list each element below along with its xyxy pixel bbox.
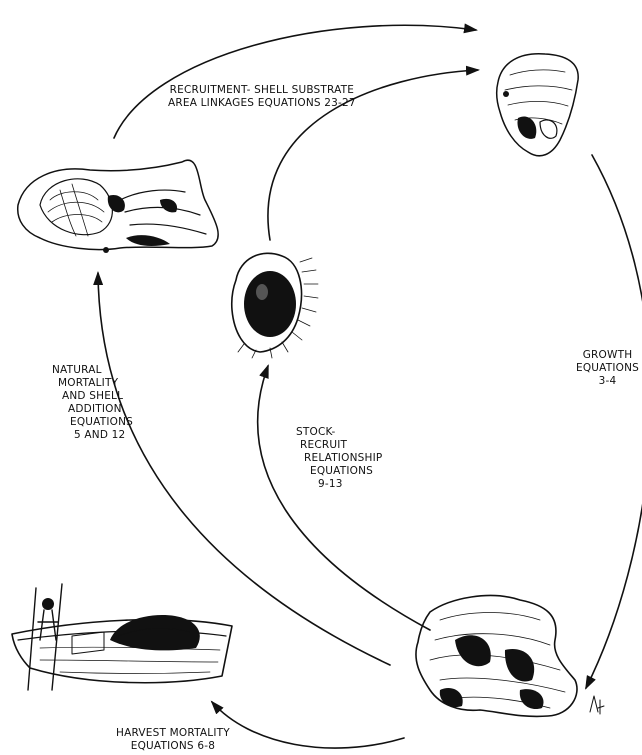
arrow-harvest xyxy=(212,702,404,748)
arrow-growth xyxy=(586,155,642,688)
stock-recruit-line-1: STOCK- xyxy=(296,426,382,439)
growth-label: GROWTH EQUATIONS 3-4 xyxy=(576,349,639,388)
natural-mortality-line-3: AND SHELL xyxy=(62,390,133,403)
natural-mortality-line-6: 5 AND 12 xyxy=(74,429,133,442)
harvest-mortality-label: HARVEST MORTALITY EQUATIONS 6-8 xyxy=(116,727,230,753)
recruitment-label-line-1: RECRUITMENT- SHELL SUBSTRATE xyxy=(168,84,356,97)
artist-initials xyxy=(590,696,604,714)
stock-recruit-line-3: RELATIONSHIP xyxy=(304,452,382,465)
oyster-larva-drawing xyxy=(232,253,318,358)
oyster-cluster-drawing xyxy=(18,160,218,253)
natural-mortality-line-4: ADDITION xyxy=(68,403,133,416)
stock-recruit-label: STOCK- RECRUIT RELATIONSHIP EQUATIONS 9-… xyxy=(296,426,382,491)
stock-recruit-line-2: RECRUIT xyxy=(300,439,382,452)
skiff-with-harvested-oysters-drawing xyxy=(12,584,232,690)
stock-recruit-line-5: 9-13 xyxy=(318,478,382,491)
stock-recruit-line-4: EQUATIONS xyxy=(310,465,382,478)
natural-mortality-label: NATURAL MORTALITY AND SHELL ADDITION EQU… xyxy=(52,364,133,442)
recruitment-label: RECRUITMENT- SHELL SUBSTRATE AREA LINKAG… xyxy=(168,84,356,110)
adult-oyster-cluster-drawing xyxy=(416,596,577,717)
natural-mortality-line-5: EQUATIONS xyxy=(70,416,133,429)
harvest-mortality-line-1: HARVEST MORTALITY xyxy=(116,727,230,740)
recruitment-label-line-2: AREA LINKAGES EQUATIONS 23-27 xyxy=(168,97,356,110)
harvest-mortality-line-2: EQUATIONS 6-8 xyxy=(116,740,230,753)
growth-label-line-3: 3-4 xyxy=(576,375,639,388)
juvenile-oyster-drawing xyxy=(497,54,578,156)
growth-label-line-1: GROWTH xyxy=(576,349,639,362)
growth-label-line-2: EQUATIONS xyxy=(576,362,639,375)
arrow-stock-recruit xyxy=(258,366,430,630)
arrow-recruitment-outer xyxy=(114,25,476,138)
natural-mortality-line-2: MORTALITY xyxy=(58,377,133,390)
natural-mortality-line-1: NATURAL xyxy=(52,364,133,377)
